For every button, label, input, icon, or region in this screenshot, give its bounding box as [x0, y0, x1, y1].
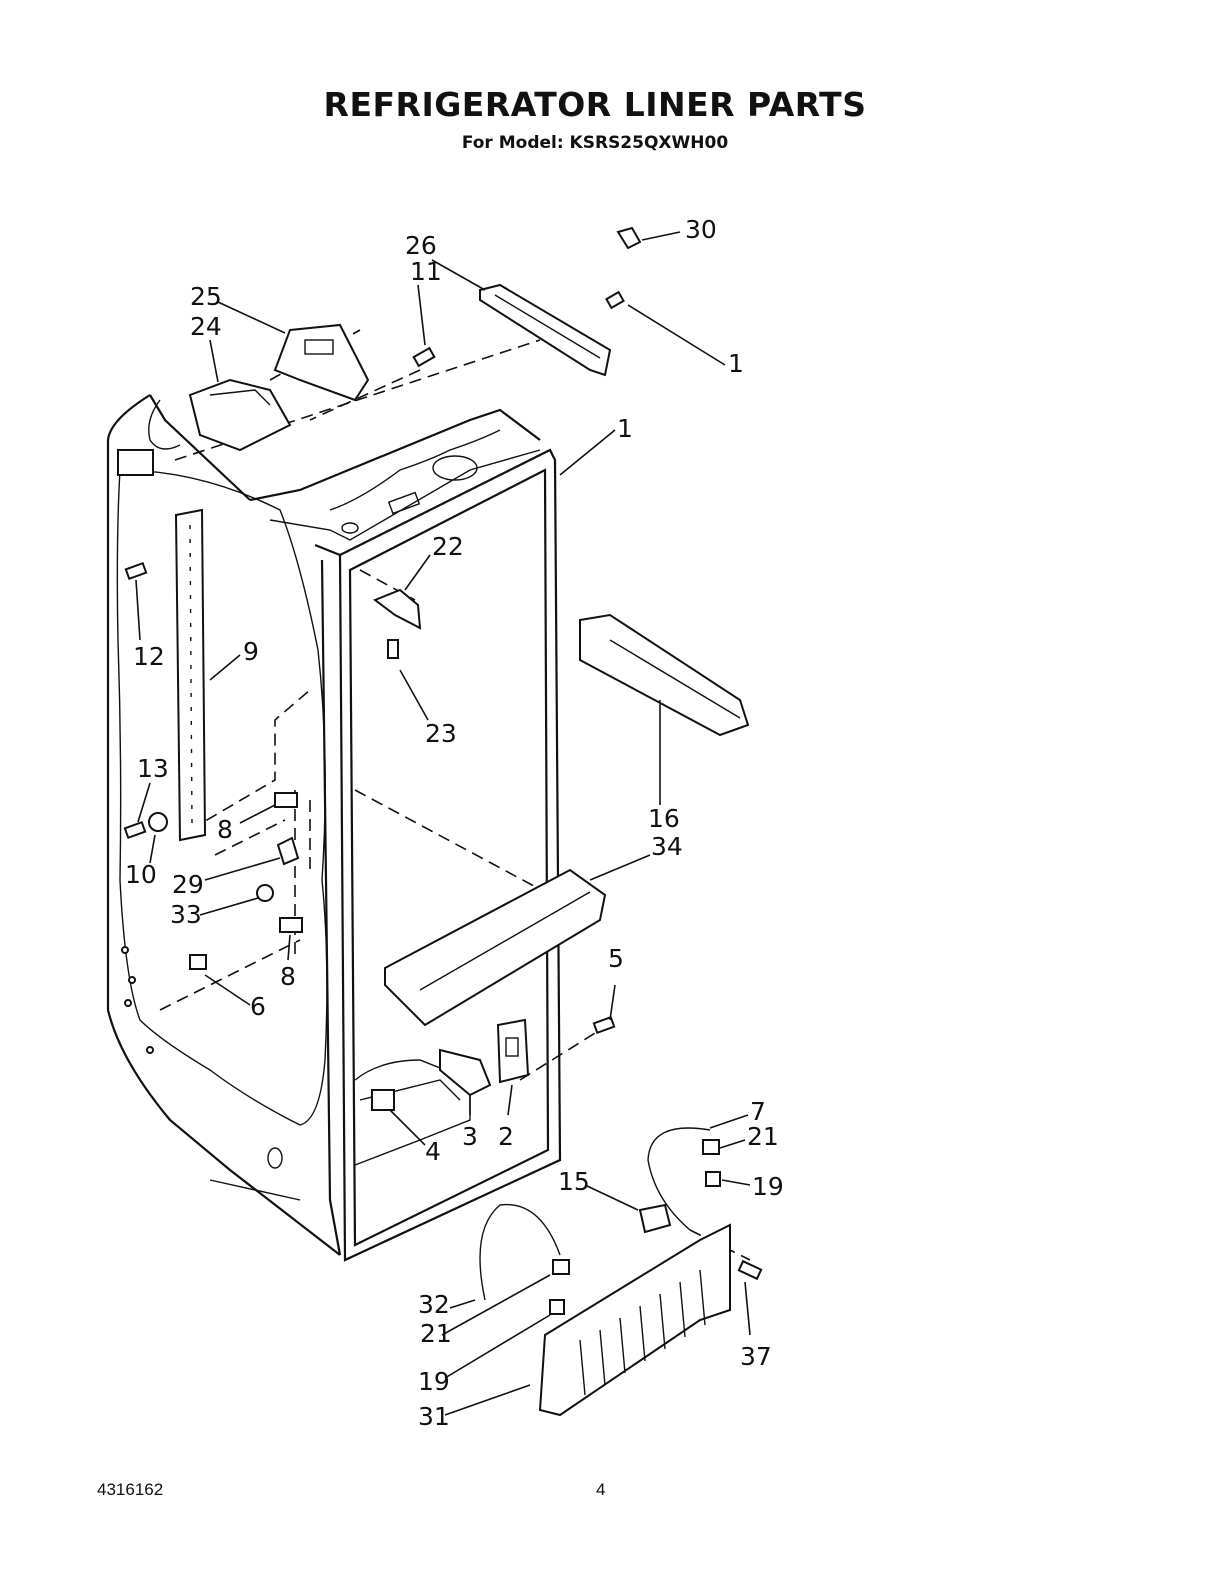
callout-21-left: 21: [420, 1319, 452, 1348]
part-21-nut-left: [553, 1260, 569, 1274]
part-34-cover: [385, 870, 605, 1025]
callout-10: 10: [125, 860, 157, 889]
assembly-lines: [160, 330, 750, 1260]
callout-29: 29: [172, 870, 204, 899]
callout-12: 12: [133, 642, 165, 671]
callout-8-lower: 8: [280, 962, 296, 991]
part-5-screw: [594, 1017, 614, 1033]
callout-9: 9: [243, 637, 259, 666]
page-number: 4: [596, 1480, 605, 1500]
callout-15: 15: [558, 1167, 590, 1196]
callout-30: 30: [685, 215, 717, 244]
part-31-drain-pan: [540, 1225, 730, 1415]
part-13-screw: [125, 822, 145, 838]
callout-21-right: 21: [747, 1122, 779, 1151]
part-29-socket: [278, 838, 298, 864]
callout-33: 33: [170, 900, 202, 929]
callout-5: 5: [608, 944, 624, 973]
callout-6: 6: [250, 992, 266, 1021]
callout-22: 22: [432, 532, 464, 561]
part-25-bracket: [275, 325, 368, 400]
part-16-support: [580, 615, 748, 735]
callout-37: 37: [740, 1342, 772, 1371]
part-9-shelf-ladder: [176, 510, 205, 840]
callout-11: 11: [410, 257, 442, 286]
callout-24: 24: [190, 312, 222, 341]
callout-31: 31: [418, 1402, 450, 1431]
part-4-switch: [372, 1090, 394, 1110]
part-33-bulb: [257, 885, 273, 901]
part-11-screw: [414, 348, 435, 366]
part-15-valve: [640, 1205, 670, 1232]
callout-13: 13: [137, 754, 169, 783]
part-26-rail: [480, 285, 610, 375]
part-19-fitting-left: [550, 1300, 564, 1314]
callout-23: 23: [425, 719, 457, 748]
callout-1-top: 1: [728, 349, 744, 378]
part-30-clip: [618, 228, 640, 248]
callout-3: 3: [462, 1122, 478, 1151]
part-8-connector-upper: [275, 793, 297, 807]
part-12-screw: [126, 563, 146, 579]
callout-4: 4: [425, 1137, 441, 1166]
part-21-nut-right: [703, 1140, 719, 1154]
callout-2: 2: [498, 1122, 514, 1151]
part-32-tube: [480, 1205, 560, 1300]
part-1-screw: [606, 292, 623, 308]
callout-34: 34: [651, 832, 683, 861]
part-24-control: [190, 380, 290, 450]
part-19-fitting-right: [706, 1172, 720, 1186]
part-8-connector-lower: [280, 918, 302, 932]
callout-1-liner: 1: [617, 414, 633, 443]
callout-16: 16: [648, 804, 680, 833]
document-number: 4316162: [97, 1480, 163, 1500]
part-37-screw: [739, 1261, 761, 1279]
callout-8-upper: 8: [217, 815, 233, 844]
part-2-bracket: [498, 1020, 528, 1082]
callout-19-right: 19: [752, 1172, 784, 1201]
callout-26: 26: [405, 231, 437, 260]
part-23-screw: [388, 640, 398, 658]
part-10-grommet: [149, 813, 167, 831]
part-22-bracket: [375, 590, 420, 628]
callout-32: 32: [418, 1290, 450, 1319]
callout-19-left: 19: [418, 1367, 450, 1396]
part-6-clip: [190, 955, 206, 969]
callout-25: 25: [190, 282, 222, 311]
